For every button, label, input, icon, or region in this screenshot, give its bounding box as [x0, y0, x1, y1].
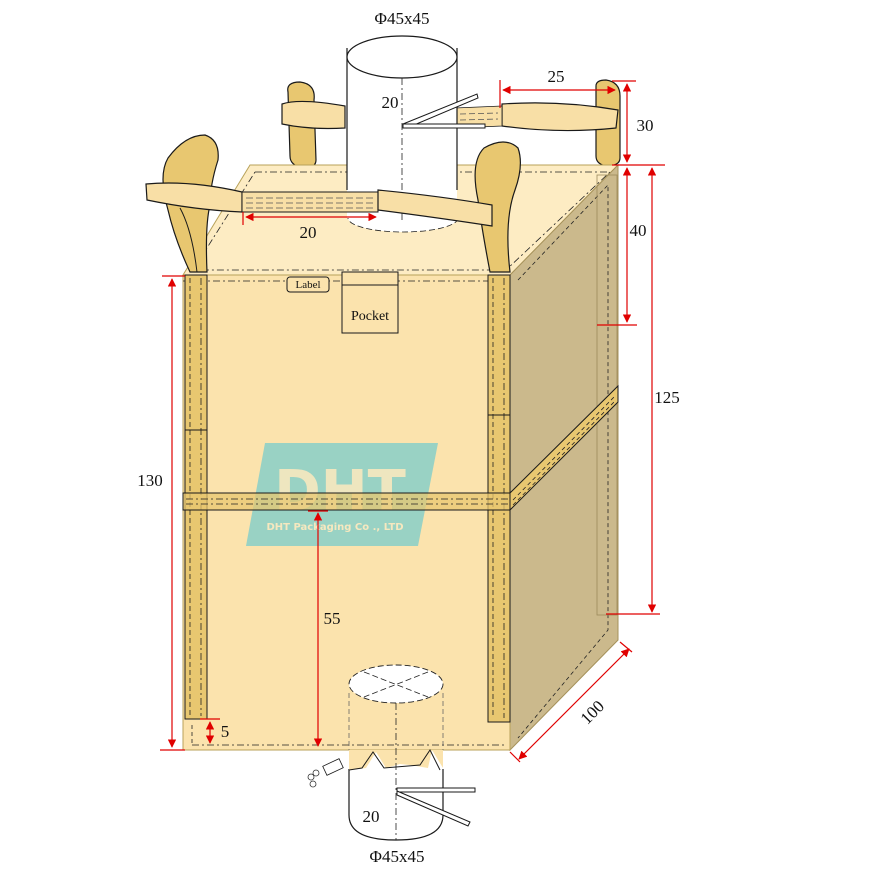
- svg-text:Pocket: Pocket: [351, 309, 389, 324]
- label-tag: Label: [286, 276, 330, 293]
- back-right-lifting-loop: [454, 79, 621, 167]
- spout-chain-tie: [307, 758, 344, 788]
- side-top-label: 40: [630, 221, 647, 240]
- top-strap-span-label: 20: [300, 223, 317, 242]
- bottom-spout-height-label: 20: [363, 807, 380, 826]
- bottom-spout-size-label: Φ45x45: [370, 847, 425, 866]
- loop-height-label: 30: [637, 116, 654, 135]
- logo-mark: DHT: [274, 459, 406, 524]
- back-left-lifting-loop: [281, 81, 346, 169]
- bottom-discharge-spout: [307, 664, 476, 841]
- loop-length-label: 25: [548, 67, 565, 86]
- dimension-lines: [160, 80, 665, 763]
- top-fill-spout: [346, 35, 486, 233]
- svg-text:Label: Label: [295, 279, 320, 291]
- document-pocket: Pocket: [341, 271, 399, 334]
- top-spout-size-label: Φ45x45: [375, 9, 430, 28]
- top-spout-height-label: 20: [382, 93, 399, 112]
- front-height-label: 130: [137, 471, 163, 490]
- depth-label: 100: [577, 697, 608, 728]
- front-left-lifting-loop: [145, 134, 379, 273]
- bottom-gap-label: 5: [221, 722, 230, 741]
- front-right-lifting-loop: [377, 141, 521, 273]
- side-height-label: 125: [654, 388, 680, 407]
- logo-company: DHT Packaging Co ., LTD: [266, 522, 403, 533]
- horizontal-belt: [182, 384, 619, 512]
- belt-height-label: 55: [324, 609, 341, 628]
